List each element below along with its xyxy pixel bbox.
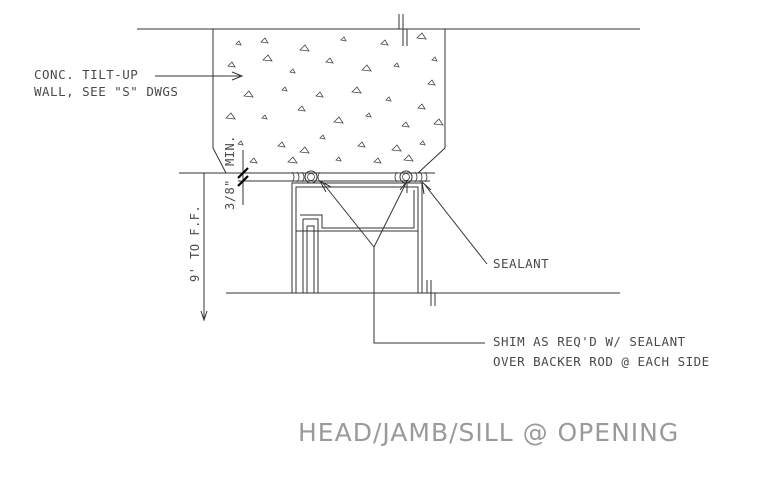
aggregate-mark [289, 68, 296, 74]
aggregate-mark [351, 86, 362, 94]
aggregate-mark [433, 118, 444, 126]
aggregate-mark [297, 105, 306, 112]
shim-note-line2: OVER BACKER ROD @ EACH SIDE [493, 354, 710, 369]
wall-note-line2: WALL, SEE "S" DWGS [34, 84, 178, 99]
concrete-aggregate-hatch [225, 32, 444, 164]
aggregate-mark [225, 112, 236, 120]
aggregate-mark [262, 54, 273, 62]
aggregate-mark [431, 56, 438, 62]
concrete-wall-outline [212, 29, 446, 174]
sealant-leader [421, 180, 488, 265]
break-mark-floor [426, 280, 436, 306]
aggregate-mark [357, 141, 366, 148]
backer-rod-right [394, 170, 428, 184]
aggregate-mark [393, 62, 400, 68]
aggregate-mark [333, 116, 344, 124]
dim-height-text: 9' TO F.F. [188, 205, 202, 282]
aggregate-mark [417, 103, 426, 110]
sealant-note: SEALANT [493, 256, 549, 271]
aggregate-mark [261, 114, 268, 120]
frame-section [291, 182, 423, 294]
aggregate-mark [416, 32, 427, 40]
wall-note-leader [155, 71, 244, 81]
aggregate-mark [403, 154, 414, 162]
aggregate-mark [243, 90, 254, 98]
shim-leader [318, 179, 485, 344]
aggregate-mark [365, 112, 372, 118]
aggregate-mark [260, 37, 269, 44]
aggregate-mark [315, 91, 324, 98]
aggregate-mark [401, 121, 410, 128]
aggregate-mark [335, 156, 342, 162]
aggregate-mark [427, 79, 436, 86]
dimension-height [200, 173, 208, 322]
aggregate-mark [385, 96, 392, 102]
dimension-gap [237, 150, 249, 205]
aggregate-mark [419, 140, 426, 146]
dim-min-text: MIN. [223, 135, 237, 166]
aggregate-mark [380, 39, 389, 46]
aggregate-mark [237, 140, 244, 146]
aggregate-mark [287, 156, 298, 164]
aggregate-mark [299, 146, 310, 154]
aggregate-mark [319, 134, 326, 140]
aggregate-mark [325, 57, 334, 64]
detail-title: HEAD/JAMB/SILL @ OPENING [298, 418, 679, 447]
aggregate-mark [277, 141, 286, 148]
aggregate-mark [299, 44, 310, 52]
break-mark-top [398, 14, 408, 46]
shim-note-line1: SHIM AS REQ'D W/ SEALANT [493, 334, 686, 349]
aggregate-mark [361, 64, 372, 72]
aggregate-mark [227, 61, 236, 68]
dim-gap-text: 3/8" [223, 179, 237, 210]
aggregate-mark [340, 36, 347, 42]
aggregate-mark [235, 40, 242, 46]
aggregate-mark [281, 86, 288, 92]
aggregate-mark [249, 157, 258, 164]
aggregate-mark [373, 157, 382, 164]
aggregate-mark [391, 144, 402, 152]
wall-note-line1: CONC. TILT-UP [34, 67, 138, 82]
